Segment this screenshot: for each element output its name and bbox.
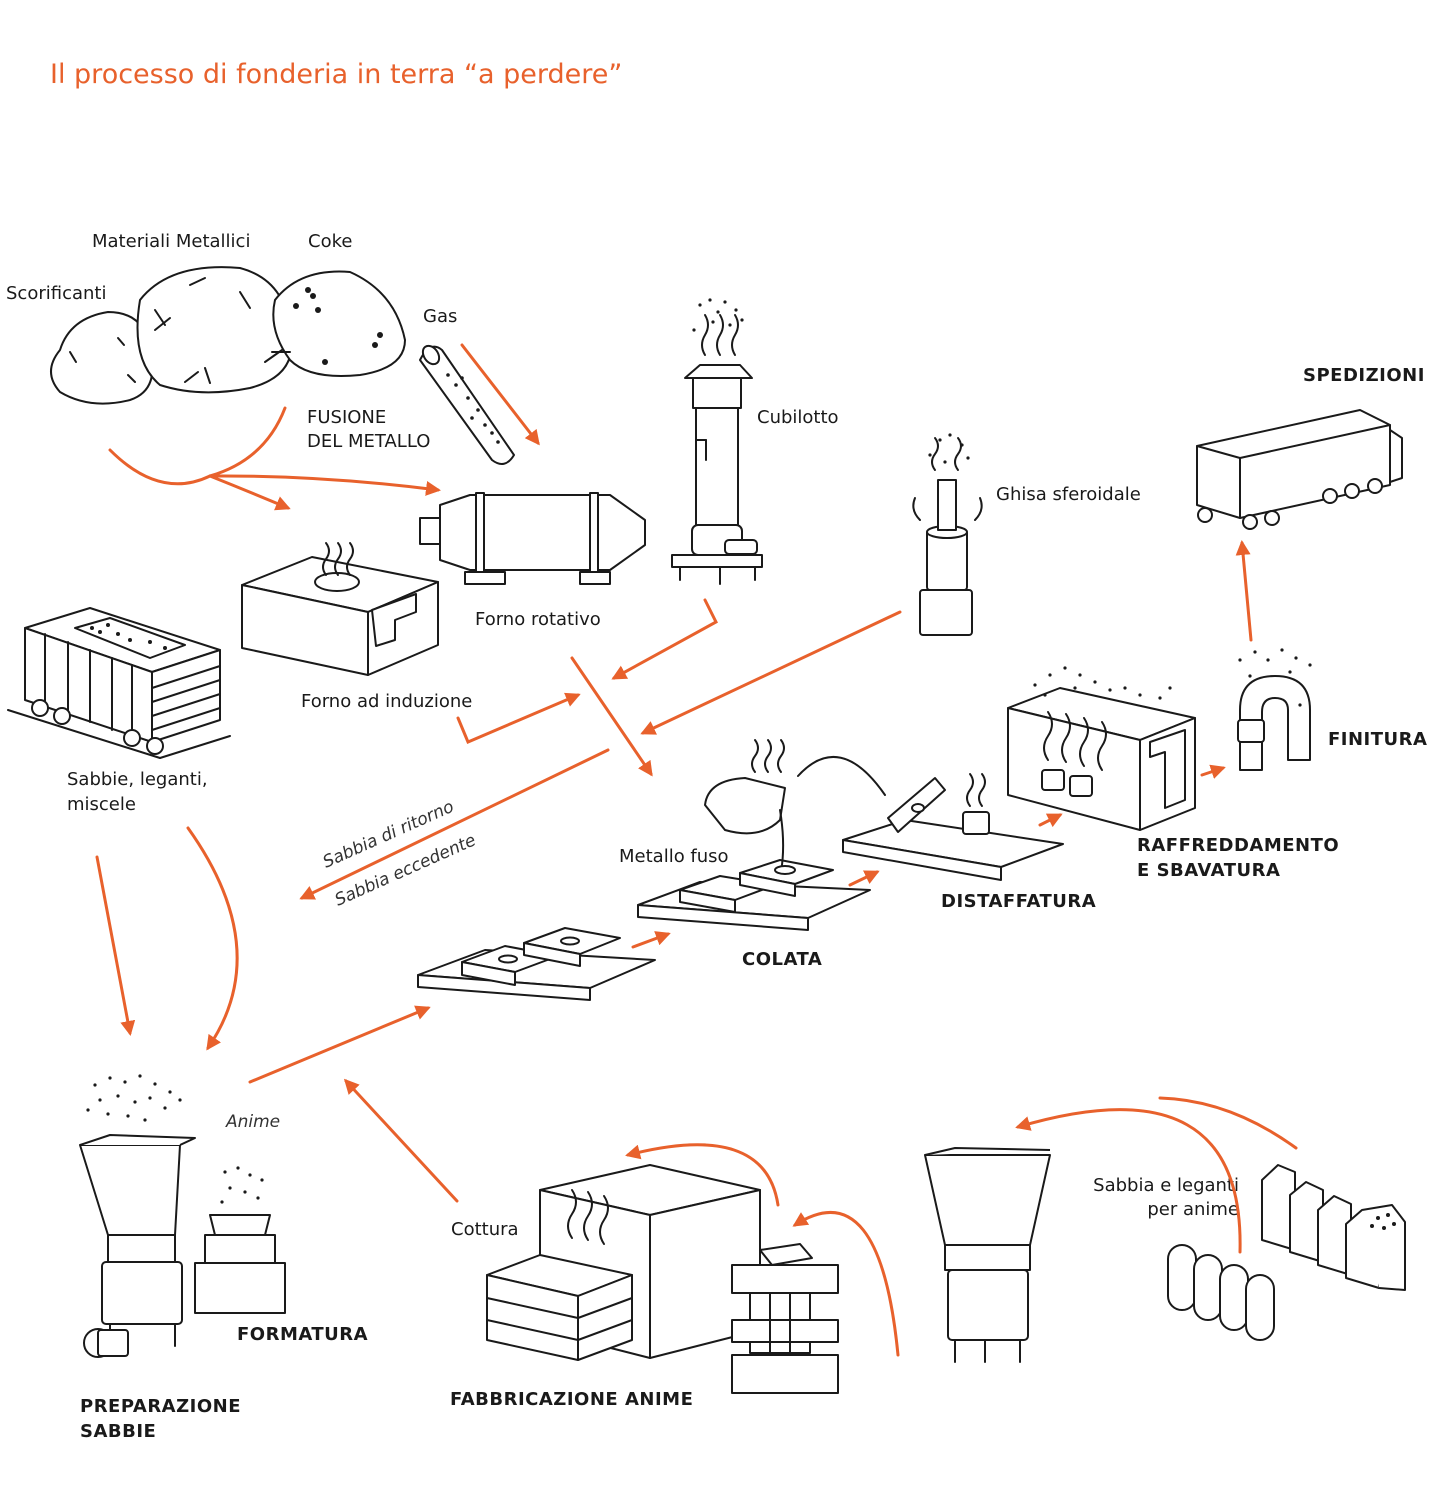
label-ghisa-sferoidale: Ghisa sferoidale [996,484,1141,505]
label-raffreddamento-line1: RAFFREDDAMENTO [1137,835,1339,856]
arrow-mold-to-pour [631,931,671,949]
label-gas: Gas [423,306,457,327]
arrow-formatura-to-mold [248,1005,431,1084]
label-forno-induzione: Forno ad induzione [301,691,472,712]
label-materiali-metallici: Materiali Metallici [92,231,250,252]
label-metallo-fuso: Metallo fuso [619,846,729,867]
finishing-illustration [1237,648,1312,771]
sand-preparation-illustration [79,1074,196,1358]
arrow-sand-return [299,748,610,900]
rotary-furnace-illustration [419,492,646,585]
mold-plate-illustration [417,927,656,1001]
arrow-materials-to-induction [108,448,291,511]
molding-illustration [194,1166,286,1314]
label-distaffatura: DISTAFFATURA [941,891,1096,912]
label-preparazione-line1: PREPARAZIONE [80,1396,241,1417]
arrow-machine-to-oven [625,1143,780,1207]
arrow-cupola-to-pour [611,598,718,680]
cupola-furnace-illustration [671,298,763,585]
label-coke: Coke [308,231,352,252]
raw-materials-illustration [50,266,406,405]
induction-furnace-illustration [241,542,439,676]
shipping-truck-illustration [1196,409,1403,530]
arrow-sand-to-prep [95,855,136,1036]
shakeout-illustration [842,773,1064,881]
arrow-gas-to-furnace [460,343,540,446]
arrow-ductile-to-pour [640,610,902,735]
arrow-hopper-to-machine [792,1211,900,1357]
label-scorificanti: Scorificanti [6,283,106,304]
label-sabbia-leganti-line1: Sabbia e leganti [1093,1175,1239,1196]
label-fusione-line1: FUSIONE [307,407,386,428]
label-sabbie-line1: Sabbie, leganti, [67,769,208,790]
label-forno-rotativo: Forno rotativo [475,609,601,630]
label-anime: Anime [225,1112,280,1132]
label-preparazione-line2: SABBIE [80,1421,156,1442]
core-sand-hopper-illustration [924,1147,1051,1363]
arrow-sacks-to-hopper [1158,1096,1298,1150]
label-colata: COLATA [742,949,822,970]
arrow-materials-to-rotary [208,474,441,496]
binder-cylinders-illustration [1167,1244,1275,1341]
arrow-binders-to-hopper [1015,1108,1242,1254]
arrow-materials-split [208,406,287,478]
label-cottura: Cottura [451,1219,519,1240]
ductile-iron-ladle-illustration [912,433,983,636]
cooling-deburring-illustration [1007,666,1196,831]
binder-sacks-illustration [1261,1164,1406,1291]
diagram-title: Il processo di fonderia in terra “a perd… [50,59,622,90]
arrow-cores-to-formatura [343,1078,459,1203]
pouring-illustration [637,739,886,931]
arrow-finishing-to-shipping [1235,540,1253,642]
label-sabbia-leganti-line2: per anime [1147,1199,1239,1220]
label-spedizioni: SPEDIZIONI [1303,365,1425,386]
flow-arrows [95,343,1298,1357]
arrow-cooling-to-finishing [1200,764,1226,779]
label-fusione-line2: DEL METALLO [307,431,430,452]
label-raffreddamento-line2: E SBAVATURA [1137,860,1280,881]
arrow-shakeout-to-cooling [1038,813,1063,828]
arrow-merge-line [570,656,653,777]
label-cubilotto: Cubilotto [757,407,839,428]
core-machine-illustration [731,1243,839,1394]
gas-cylinder-illustration [419,344,515,465]
label-finitura: FINITURA [1328,729,1427,750]
arrow-pour-to-shakeout [848,870,880,887]
arrow-induction-to-pour [456,692,581,744]
label-sabbie-line2: miscele [67,794,136,815]
label-formatura: FORMATURA [237,1324,368,1345]
label-fabbricazione-anime: FABBRICAZIONE ANIME [450,1389,693,1410]
arrow-sand-curve-to-prep [186,826,239,1051]
core-baking-oven-illustration [486,1164,761,1361]
sand-wagon-illustration [7,607,231,759]
